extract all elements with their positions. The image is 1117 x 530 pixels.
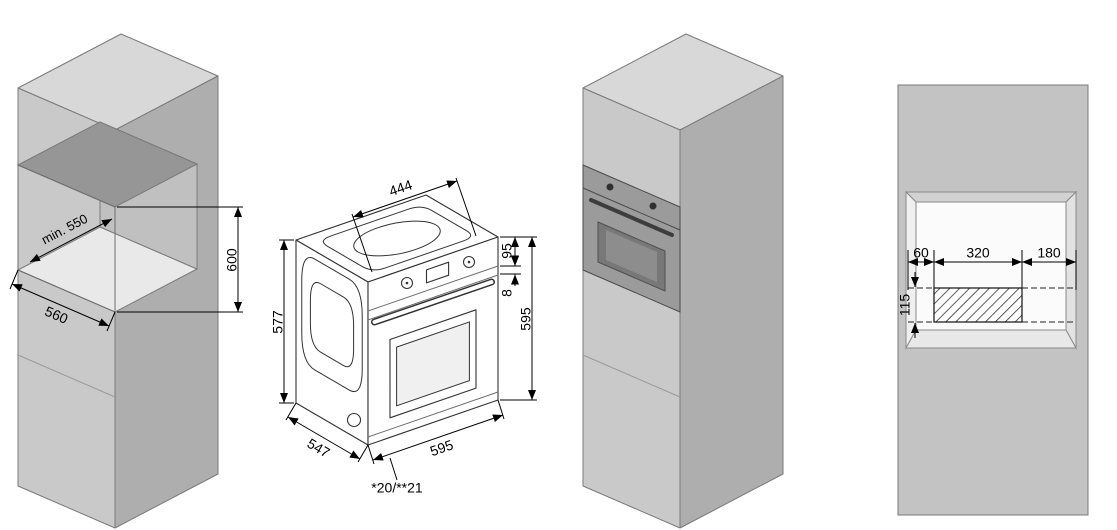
dim-oven-top-cutout-width: 444 (351, 176, 477, 273)
niche-right-face (1065, 190, 1077, 350)
dim-vent-height: 115 (897, 272, 919, 338)
dim-oven-height: 595 (500, 237, 537, 401)
installed-oven-knob-right (649, 202, 657, 210)
oven-fascia-bottom-line (367, 265, 499, 312)
cabinet-side-face (679, 75, 784, 529)
dim-vent-offset-right-label: 180 (1037, 245, 1061, 261)
dim-vent-offset-left-label: 60 (913, 245, 929, 261)
oven-hinge-bump (346, 412, 362, 428)
niche-top-face (904, 191, 1078, 203)
dim-oven-width: 595 (367, 399, 505, 465)
dim-oven-body-height-label: 577 (270, 310, 286, 334)
cabinet-door-seam (17, 354, 116, 398)
installed-oven-window-shine (606, 230, 657, 282)
cabinet-front-face (582, 87, 681, 529)
niche-bottom-face (905, 329, 1077, 349)
dim-vent-horizontal: 60 320 180 (907, 245, 1077, 290)
cabinet-door-seam (582, 354, 681, 398)
oven-side-inset (302, 252, 362, 398)
panel-oven-dimensions: 444 95 8 595 577 (270, 176, 537, 496)
installed-oven-knob-left (606, 183, 614, 191)
dim-vent-width-label: 320 (966, 245, 990, 261)
dim-oven-body-height: 577 (270, 239, 294, 404)
oven-display (425, 261, 450, 284)
oven-door-protrusion-note-label: *20/**21 (371, 480, 423, 496)
installed-oven-fascia-line (582, 187, 681, 231)
dim-oven-width-label: 595 (428, 436, 456, 459)
dim-oven-depth-label: 547 (305, 435, 333, 461)
oven-door-window-inner (396, 321, 470, 407)
dim-oven-fascia-height: 95 (499, 236, 537, 267)
installed-oven-handle (589, 198, 674, 237)
dim-oven-gap: 8 (499, 254, 521, 297)
panel-cabinet-niche-dimensions: min. 550 560 600 (9, 33, 243, 529)
dim-oven-fascia-height-label: 95 (499, 243, 515, 259)
panel-vent-cutout-front-view: 60 320 180 115 (897, 84, 1089, 516)
dim-niche-height-label: 600 (224, 248, 240, 272)
dim-niche-height: 600 (117, 206, 243, 313)
dim-oven-door-protrusion-note: *20/**21 (371, 457, 423, 496)
panel-cabinet-oven-installed (582, 33, 784, 529)
dim-vent-height-label: 115 (897, 294, 913, 317)
oven-handle-face (372, 280, 494, 324)
dim-oven-height-label: 595 (518, 307, 534, 331)
oven-knob-left-center (405, 281, 409, 285)
dim-oven-gap-label: 8 (499, 289, 515, 297)
vent-cutout-hatched (933, 287, 1023, 323)
oven-knob-right-center (467, 260, 471, 264)
dim-niche-width: 560 (9, 269, 116, 332)
oven-door-top-line (367, 274, 499, 321)
dim-oven-top-cutout-width-label: 444 (387, 176, 415, 199)
